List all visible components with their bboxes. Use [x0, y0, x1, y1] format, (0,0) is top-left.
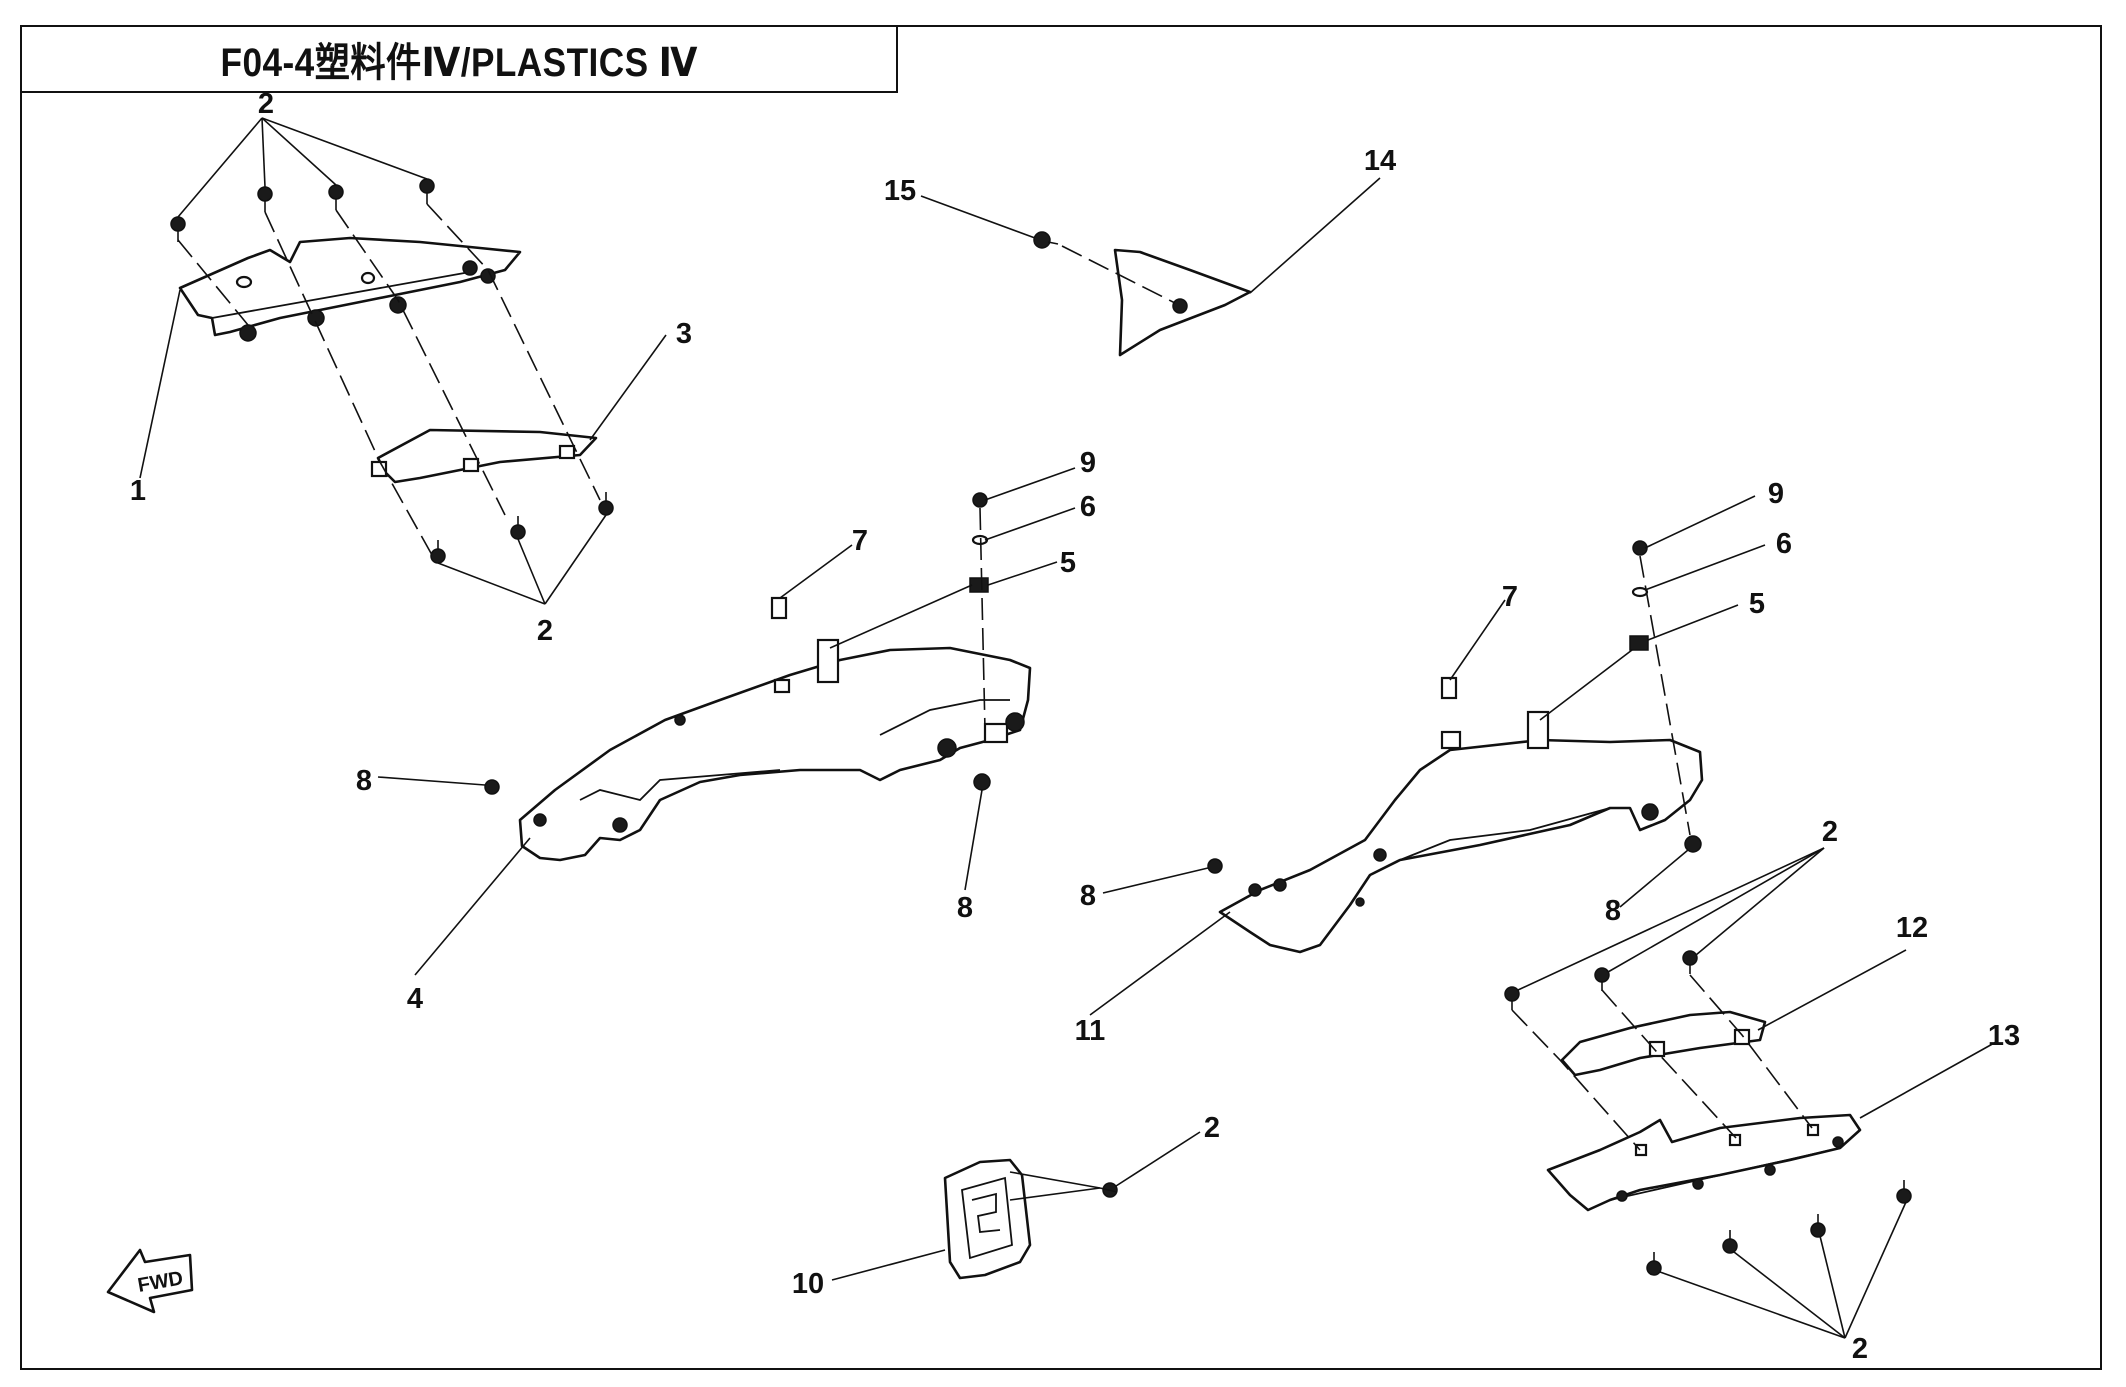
- title-box: F04-4塑料件Ⅳ/PLASTICS Ⅳ: [20, 25, 898, 93]
- part-11-hardware: [1207, 540, 1702, 874]
- callout-13: 13: [1988, 1020, 2020, 1052]
- part-15-screw: [1033, 231, 1059, 249]
- callout-2-left-lower: 2: [537, 615, 553, 647]
- callout-8-left-a: 8: [356, 765, 372, 797]
- callout-2-bottom-middle: 2: [1204, 1112, 1220, 1144]
- part-11-right-side-panel: [1218, 710, 1704, 954]
- part-12-lower-bracket: [1560, 1010, 1767, 1077]
- part-3-inner-bracket: [370, 428, 598, 484]
- callout-5-right: 5: [1749, 588, 1765, 620]
- callout-2-right-upper: 2: [1822, 816, 1838, 848]
- callout-2-top: 2: [258, 88, 274, 120]
- callout-8-right-a: 8: [1080, 880, 1096, 912]
- part-1-upper-cover: [178, 236, 522, 342]
- forward-arrow-icon: FWD: [106, 1248, 194, 1314]
- clips-2-part-12: [1504, 847, 1825, 1151]
- part-14-small-panel: [1113, 248, 1252, 357]
- callout-8-right-b: 8: [1605, 895, 1621, 927]
- callout-11: 11: [1075, 1015, 1106, 1047]
- clips-2-lower-group: [430, 492, 614, 605]
- callout-15: 15: [884, 175, 916, 207]
- clips-2-part-13: [1646, 1180, 1912, 1339]
- callout-7-left: 7: [852, 525, 868, 557]
- callout-4: 4: [407, 983, 423, 1015]
- part-10-screw: [1099, 1182, 1118, 1198]
- callout-6-right: 6: [1776, 528, 1792, 560]
- page-title: F04-4塑料件Ⅳ/PLASTICS Ⅳ: [220, 41, 698, 85]
- callout-7-right: 7: [1502, 581, 1518, 613]
- part-10-emblem-cover: [943, 1158, 1032, 1280]
- part-4-hardware: [484, 492, 991, 795]
- callout-9-right: 9: [1768, 478, 1784, 510]
- callout-5-left: 5: [1060, 547, 1076, 579]
- clips-2-top-group: [170, 117, 601, 556]
- callout-12: 12: [1896, 912, 1928, 944]
- callout-3: 3: [676, 318, 692, 350]
- callout-labels: 2 1 3 2 15 14 9 6 7 5 8 8 4 9 6 7 5 8 8 …: [130, 88, 2020, 1365]
- part-4-left-side-panel: [518, 638, 1032, 862]
- callout-14: 14: [1364, 145, 1396, 177]
- callout-2-right-lower: 2: [1852, 1333, 1868, 1365]
- drawing-frame: [20, 25, 2102, 1370]
- part-13-lower-panel: [1546, 1113, 1862, 1212]
- callout-1: 1: [130, 475, 146, 507]
- callout-8-left-b: 8: [957, 892, 973, 924]
- callout-6-left: 6: [1080, 491, 1096, 523]
- callout-9-left: 9: [1080, 447, 1096, 479]
- callout-10: 10: [792, 1268, 824, 1300]
